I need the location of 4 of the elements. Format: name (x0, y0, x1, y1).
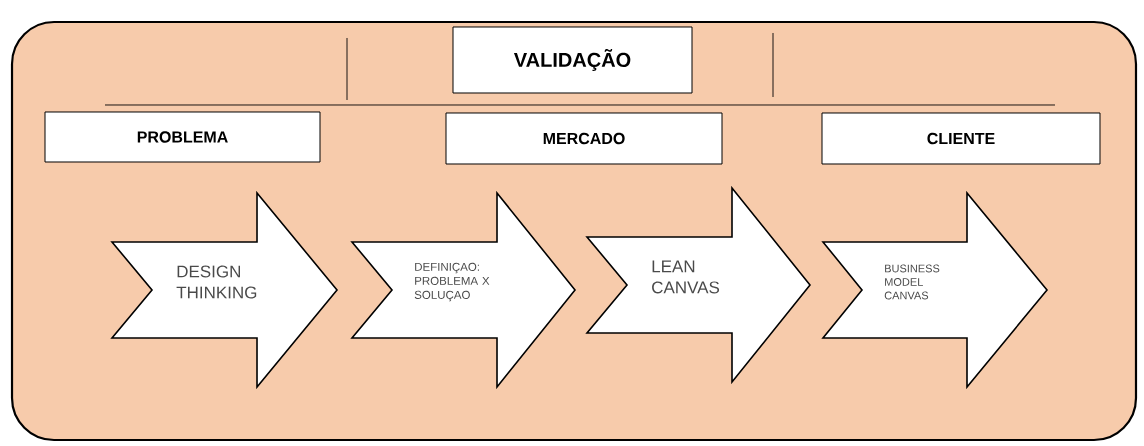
label-box: PROBLEMA (44, 111, 321, 163)
label-box: CLIENTE (821, 112, 1101, 165)
label-box: VALIDAÇÃO (452, 26, 693, 94)
label-box: MERCADO (445, 112, 723, 165)
